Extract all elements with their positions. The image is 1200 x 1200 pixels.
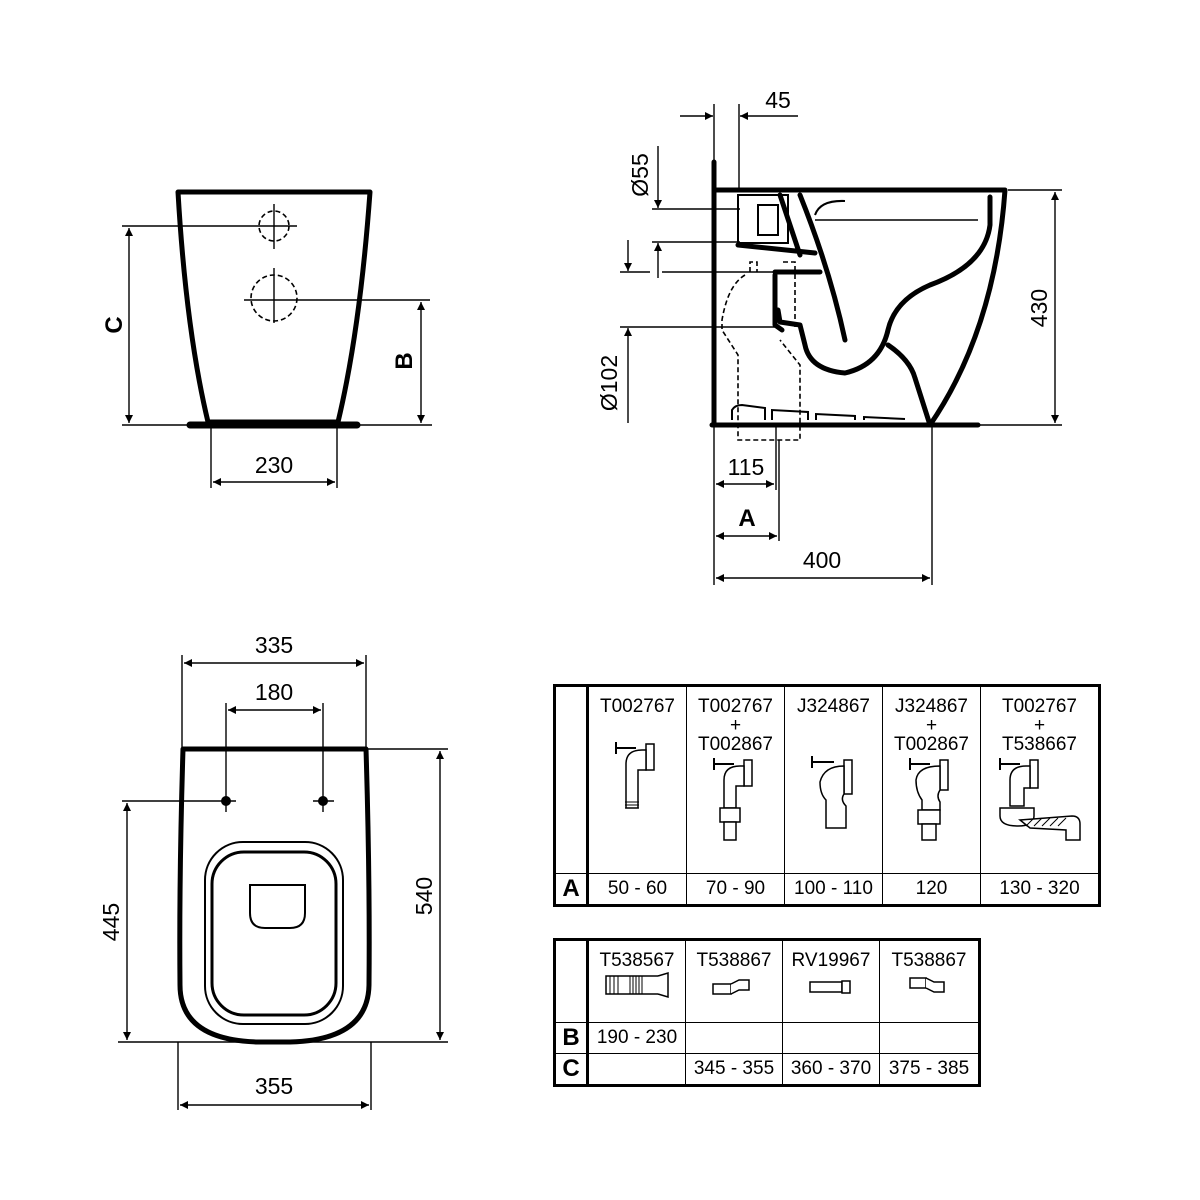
- pan-connector-offset-icon: [810, 756, 853, 829]
- pan-connector-offset-extended-icon: [908, 758, 949, 841]
- table-c-value-1: [587, 1053, 686, 1086]
- dim-335: 335: [255, 632, 293, 658]
- top-view: 335 180 540 445 355: [98, 632, 448, 1110]
- straight-connector-icon: [809, 980, 851, 994]
- dim-inlet-diameter: Ø55: [627, 153, 653, 196]
- dim-355: 355: [255, 1073, 293, 1099]
- table-bc-col-3: RV19967: [782, 939, 880, 1023]
- table-b-value-3: [782, 1022, 880, 1054]
- table-a-col-2: T002767 + T002867: [686, 685, 785, 874]
- table-a-range-1: 50 - 60: [587, 873, 687, 906]
- dim-c-label: C: [101, 316, 128, 333]
- table-bc-col-1: T538567: [587, 939, 686, 1023]
- dim-445: 445: [98, 903, 124, 941]
- table-b-value-4: [879, 1022, 980, 1054]
- dim-400: 400: [803, 547, 841, 573]
- row-label-a: A: [554, 873, 589, 906]
- table-bc-col-2: T538867: [685, 939, 783, 1023]
- table-a-range-4: 120: [882, 873, 981, 906]
- connector-table-bc: T538567 T538867 RV19967 T538867: [553, 938, 981, 1087]
- pan-connector-extended-icon: [712, 758, 753, 841]
- side-view: 45 Ø55 Ø102 430 115 A 400: [596, 87, 1062, 585]
- table-b-value-1: 190 - 230: [587, 1022, 686, 1054]
- table-a-col-5: T002767 + T538667: [980, 685, 1100, 874]
- table-a-range-2: 70 - 90: [686, 873, 785, 906]
- table-c-value-3: 360 - 370: [782, 1053, 880, 1086]
- dim-45: 45: [765, 87, 791, 113]
- dim-430: 430: [1026, 289, 1052, 327]
- dim-outlet-diameter: Ø102: [596, 355, 622, 411]
- table-a-range-5: 130 - 320: [980, 873, 1100, 906]
- table-bc-col-4: T538867: [879, 939, 980, 1023]
- dim-b-label: B: [391, 352, 418, 369]
- table-c-value-4: 375 - 385: [879, 1053, 980, 1086]
- dim-115: 115: [728, 454, 765, 480]
- pan-connector-short-icon: [614, 742, 655, 809]
- row-label-b: B: [554, 1022, 589, 1054]
- connector-table-a: T002767 T002767 + T002867 J324867: [553, 684, 1101, 907]
- table-c-value-2: 345 - 355: [685, 1053, 783, 1086]
- table-a-range-3: 100 - 110: [784, 873, 883, 906]
- table-a-col-4: J324867 + T002867: [882, 685, 981, 874]
- table-b-value-2: [685, 1022, 783, 1054]
- flexible-connector-icon: [605, 971, 669, 999]
- dim-230: 230: [255, 452, 293, 478]
- row-label-c: C: [554, 1053, 589, 1086]
- offset-connector-icon: [712, 979, 750, 995]
- dim-180: 180: [255, 679, 293, 705]
- dim-540: 540: [411, 877, 437, 915]
- front-view: C B 230: [101, 189, 432, 488]
- offset-connector-icon: [909, 977, 945, 993]
- table-a-col-3: J324867: [784, 685, 883, 874]
- dim-a-label: A: [738, 505, 755, 532]
- pan-connector-flexible-icon: [998, 758, 1081, 841]
- table-a-col-1: T002767: [587, 685, 687, 874]
